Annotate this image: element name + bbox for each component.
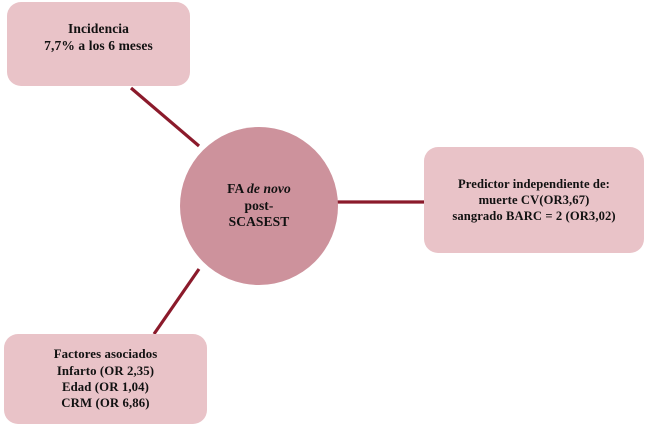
node-factores: Factores asociados Infarto (OR 2,35) Eda… — [4, 334, 207, 424]
center-line3: SCASEST — [228, 214, 290, 230]
node-incidencia-label: Incidencia 7,7% a los 6 meses — [44, 20, 153, 53]
node-incidencia: Incidencia 7,7% a los 6 meses — [7, 2, 190, 86]
center-line1-prefix: FA — [227, 181, 248, 197]
node-factores-label: Factores asociados Infarto (OR 2,35) Eda… — [53, 347, 158, 411]
center-line1-italic: de novo — [247, 181, 291, 197]
center-line2: post- — [244, 197, 274, 213]
connector-incidencia-to-center — [129, 86, 201, 148]
node-predictor: Predictor independiente de: muerte CV(OR… — [424, 147, 644, 253]
node-predictor-label: Predictor independiente de: muerte CV(OR… — [452, 176, 616, 224]
connector-center-to-factores — [152, 268, 201, 335]
